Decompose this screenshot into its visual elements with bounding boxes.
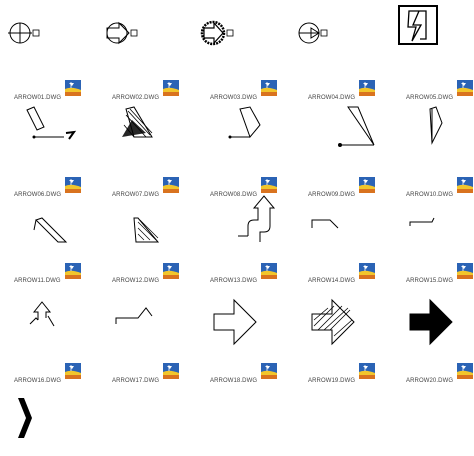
- dwg-file-icon: [457, 263, 473, 279]
- hatched-circle-arrow-symbol-preview: [200, 20, 234, 46]
- file-name-label: ARROW03.DWG: [210, 95, 258, 101]
- dwg-file-icon: [163, 177, 179, 193]
- file-name-label: ARROW17.DWG: [112, 378, 160, 384]
- file-item[interactable]: ARROW19.DWG: [308, 363, 402, 451]
- top-symbol-4[interactable]: [296, 18, 336, 53]
- dwg-file-icon: [163, 263, 179, 279]
- dwg-preview: [112, 200, 206, 265]
- file-item[interactable]: ARROW06.DWG: [14, 177, 108, 265]
- file-item[interactable]: ARROW01.DWG: [14, 80, 108, 168]
- file-item[interactable]: ARROW16.DWG: [14, 363, 108, 451]
- dwg-preview: [210, 103, 304, 168]
- file-item[interactable]: ARROW13.DWG: [210, 263, 304, 351]
- dwg-file-icon: [457, 363, 473, 379]
- dwg-preview: [14, 103, 108, 168]
- dwg-preview: [308, 200, 402, 265]
- file-name-label: ARROW15.DWG: [406, 278, 454, 284]
- dwg-preview: [14, 386, 108, 451]
- file-item[interactable]: ARROW05.DWG: [406, 80, 474, 168]
- dwg-preview: [308, 103, 402, 168]
- dwg-preview: [406, 286, 474, 351]
- circle-arrow-symbol-preview: [106, 21, 138, 45]
- file-name-label: ARROW20.DWG: [406, 378, 454, 384]
- dwg-file-icon: [65, 80, 81, 96]
- dwg-preview: [112, 386, 206, 451]
- dwg-file-icon: [163, 80, 179, 96]
- file-item[interactable]: ARROW07.DWG: [112, 177, 206, 265]
- top-symbol-1[interactable]: [8, 18, 48, 53]
- small-circle-arrow-symbol-preview: [298, 22, 328, 44]
- dwg-file-icon: [359, 80, 375, 96]
- dwg-file-icon: [163, 363, 179, 379]
- file-item[interactable]: ARROW08.DWG: [210, 177, 304, 265]
- file-name-label: ARROW06.DWG: [14, 192, 62, 198]
- file-name-label: ARROW16.DWG: [14, 378, 62, 384]
- file-name-label: ARROW19.DWG: [308, 378, 356, 384]
- file-item[interactable]: ARROW02.DWG: [112, 80, 206, 168]
- file-item[interactable]: ARROW12.DWG: [112, 263, 206, 351]
- file-item[interactable]: ARROW17.DWG: [112, 363, 206, 451]
- file-item[interactable]: ARROW20.DWG: [406, 363, 474, 451]
- dwg-file-icon: [359, 263, 375, 279]
- dwg-file-icon: [65, 177, 81, 193]
- top-symbol-2[interactable]: [104, 18, 144, 53]
- file-name-label: ARROW07.DWG: [112, 192, 160, 198]
- dwg-file-icon: [261, 263, 277, 279]
- dwg-file-icon: [457, 177, 473, 193]
- north-arrow-symbol-preview: [8, 22, 40, 44]
- dwg-preview: [210, 386, 304, 451]
- boxed-n-symbol-preview: [398, 5, 438, 45]
- file-name-label: ARROW02.DWG: [112, 95, 160, 101]
- top-symbol-5[interactable]: [398, 5, 438, 50]
- file-item[interactable]: ARROW09.DWG: [308, 177, 402, 265]
- dwg-preview: [210, 286, 304, 351]
- dwg-file-icon: [359, 363, 375, 379]
- file-item[interactable]: ARROW18.DWG: [210, 363, 304, 451]
- file-name-label: ARROW04.DWG: [308, 95, 356, 101]
- file-item[interactable]: ARROW03.DWG: [210, 80, 304, 168]
- dwg-preview: [308, 286, 402, 351]
- file-item[interactable]: ARROW10.DWG: [406, 177, 474, 265]
- file-name-label: ARROW11.DWG: [14, 278, 61, 284]
- file-name-label: ARROW10.DWG: [406, 192, 454, 198]
- dwg-preview: [112, 103, 206, 168]
- dwg-preview: [406, 386, 474, 451]
- dwg-preview: [406, 103, 474, 168]
- file-name-label: ARROW12.DWG: [112, 278, 160, 284]
- file-name-label: ARROW14.DWG: [308, 278, 356, 284]
- file-item[interactable]: ARROW15.DWG: [406, 263, 474, 351]
- dwg-file-icon: [261, 80, 277, 96]
- dwg-file-icon: [261, 177, 277, 193]
- dwg-preview: [308, 386, 402, 451]
- dwg-preview: [14, 200, 108, 265]
- top-symbol-3[interactable]: [200, 18, 240, 53]
- dwg-file-icon: [359, 177, 375, 193]
- file-item[interactable]: ARROW04.DWG: [308, 80, 402, 168]
- file-name-label: ARROW01.DWG: [14, 95, 62, 101]
- file-name-label: ARROW08.DWG: [210, 192, 258, 198]
- file-item[interactable]: ARROW14.DWG: [308, 263, 402, 351]
- dwg-file-icon: [261, 363, 277, 379]
- dwg-file-icon: [65, 363, 81, 379]
- dwg-file-icon: [457, 80, 473, 96]
- dwg-preview: [210, 195, 304, 265]
- file-item[interactable]: ARROW11.DWG: [14, 263, 108, 351]
- file-name-label: ARROW18.DWG: [210, 378, 258, 384]
- file-name-label: ARROW09.DWG: [308, 192, 356, 198]
- dwg-preview: [14, 286, 108, 351]
- file-name-label: ARROW13.DWG: [210, 278, 258, 284]
- dwg-file-icon: [65, 263, 81, 279]
- dwg-preview: [112, 286, 206, 351]
- file-name-label: ARROW05.DWG: [406, 95, 454, 101]
- dwg-preview: [406, 200, 474, 265]
